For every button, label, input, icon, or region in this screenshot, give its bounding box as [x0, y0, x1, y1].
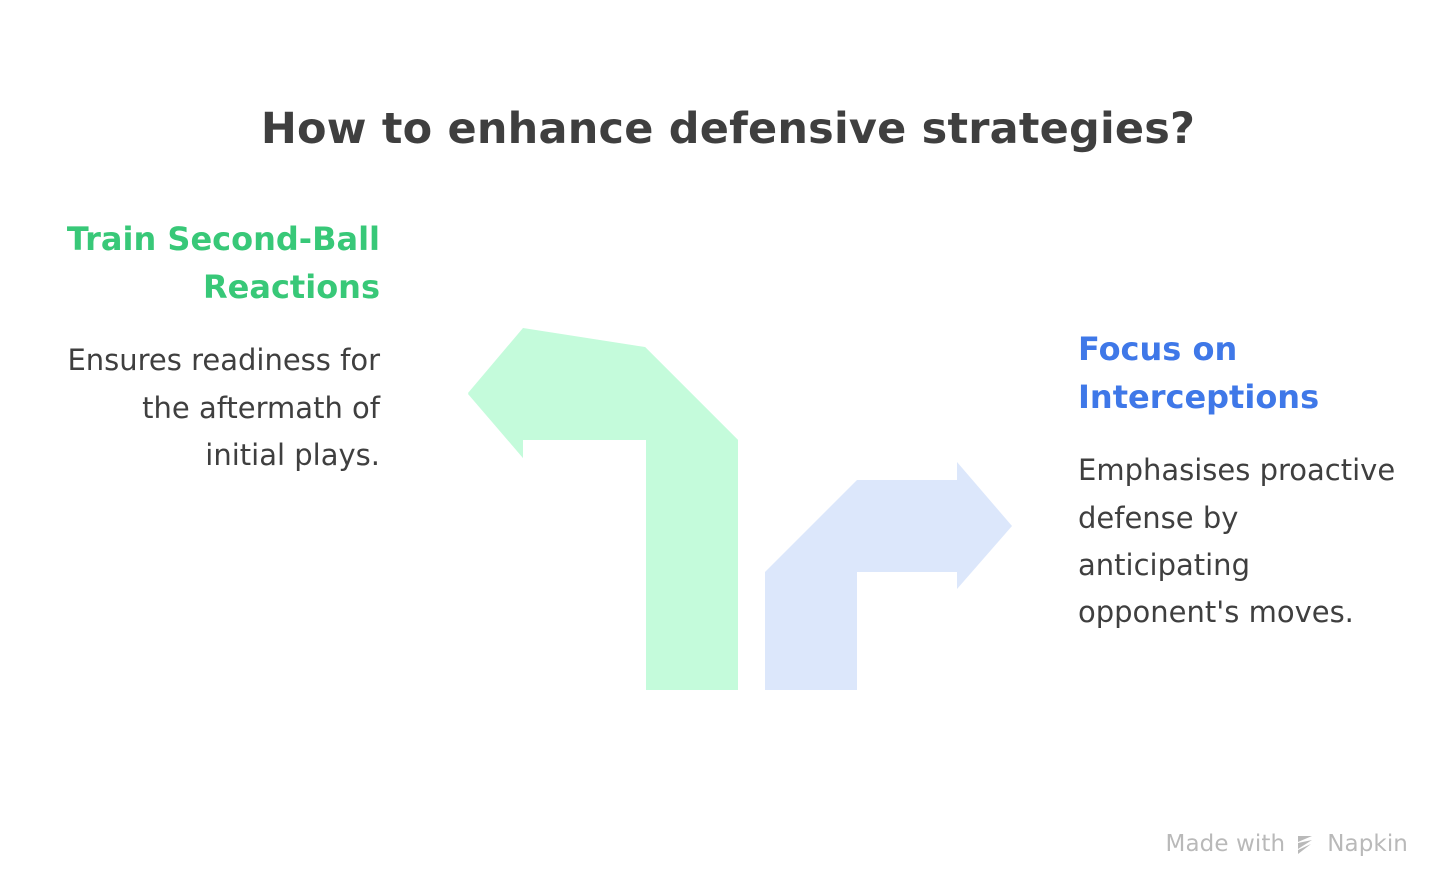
page-title: How to enhance defensive strategies?: [260, 104, 1196, 154]
item-right: Focus on Interceptions Emphasises proact…: [1078, 326, 1396, 636]
watermark-brand: Napkin: [1327, 831, 1408, 857]
blue-arrow-tip: [957, 462, 1012, 589]
green-arrow-left: [468, 328, 738, 690]
item-left-body: Ensures readiness for the aftermath of i…: [67, 343, 380, 472]
item-right-body: Emphasises proactive defense by anticipa…: [1078, 453, 1396, 630]
item-left-heading: Train Second-Ball Reactions: [66, 220, 380, 306]
napkin-logo-icon: [1298, 836, 1313, 854]
blue-arrow-arm: [765, 480, 957, 572]
blue-arrow-right: [765, 462, 1012, 690]
item-right-heading: Focus on Interceptions: [1078, 330, 1320, 416]
watermark: Made with Napkin: [1166, 831, 1409, 857]
green-arrow-head: [468, 328, 738, 458]
watermark-prefix: Made with: [1165, 831, 1286, 857]
item-left: Train Second-Ball Reactions Ensures read…: [60, 216, 380, 479]
green-arrow-stem: [646, 440, 738, 690]
green-arrow-arm: [523, 347, 738, 440]
blue-arrow-stem: [765, 572, 857, 690]
green-arrow-tip: [468, 328, 523, 458]
